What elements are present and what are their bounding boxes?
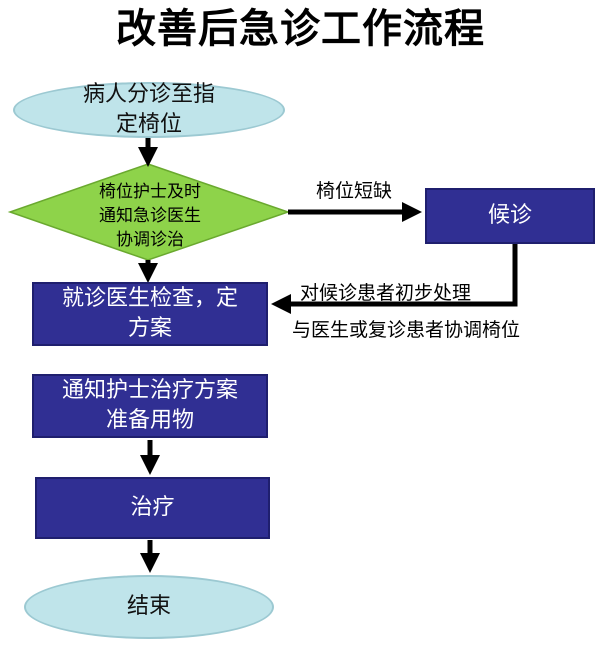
label-coordinate: 与医生或复诊患者协调椅位: [292, 319, 521, 341]
wait-text: 候诊: [487, 203, 532, 228]
decision-text: 椅位护士及时 通知急诊医生 协调诊治: [99, 182, 201, 250]
treat-text: 治疗: [130, 495, 175, 520]
start-ellipse: 病人分诊至指 定椅位: [13, 82, 285, 138]
exam-text: 就诊医生检查，定 方案: [61, 286, 238, 341]
end-text: 结束: [126, 594, 171, 619]
start-text: 病人分诊至指 定椅位: [82, 82, 215, 137]
label-preliminary: 对候诊患者初步处理: [300, 282, 472, 304]
wait-box: 候诊: [425, 188, 595, 244]
treat-box: 治疗: [35, 477, 270, 539]
end-ellipse: 结束: [24, 575, 274, 639]
exam-box: 就诊医生检查，定 方案: [32, 282, 268, 346]
notify-box: 通知护士治疗方案 准备用物: [32, 374, 268, 438]
label-shortage: 椅位短缺: [316, 180, 393, 202]
notify-text: 通知护士治疗方案 准备用物: [61, 378, 238, 433]
diagram-title: 改善后急诊工作流程: [116, 6, 485, 52]
arrow-wait-to-exam: [270, 243, 518, 314]
